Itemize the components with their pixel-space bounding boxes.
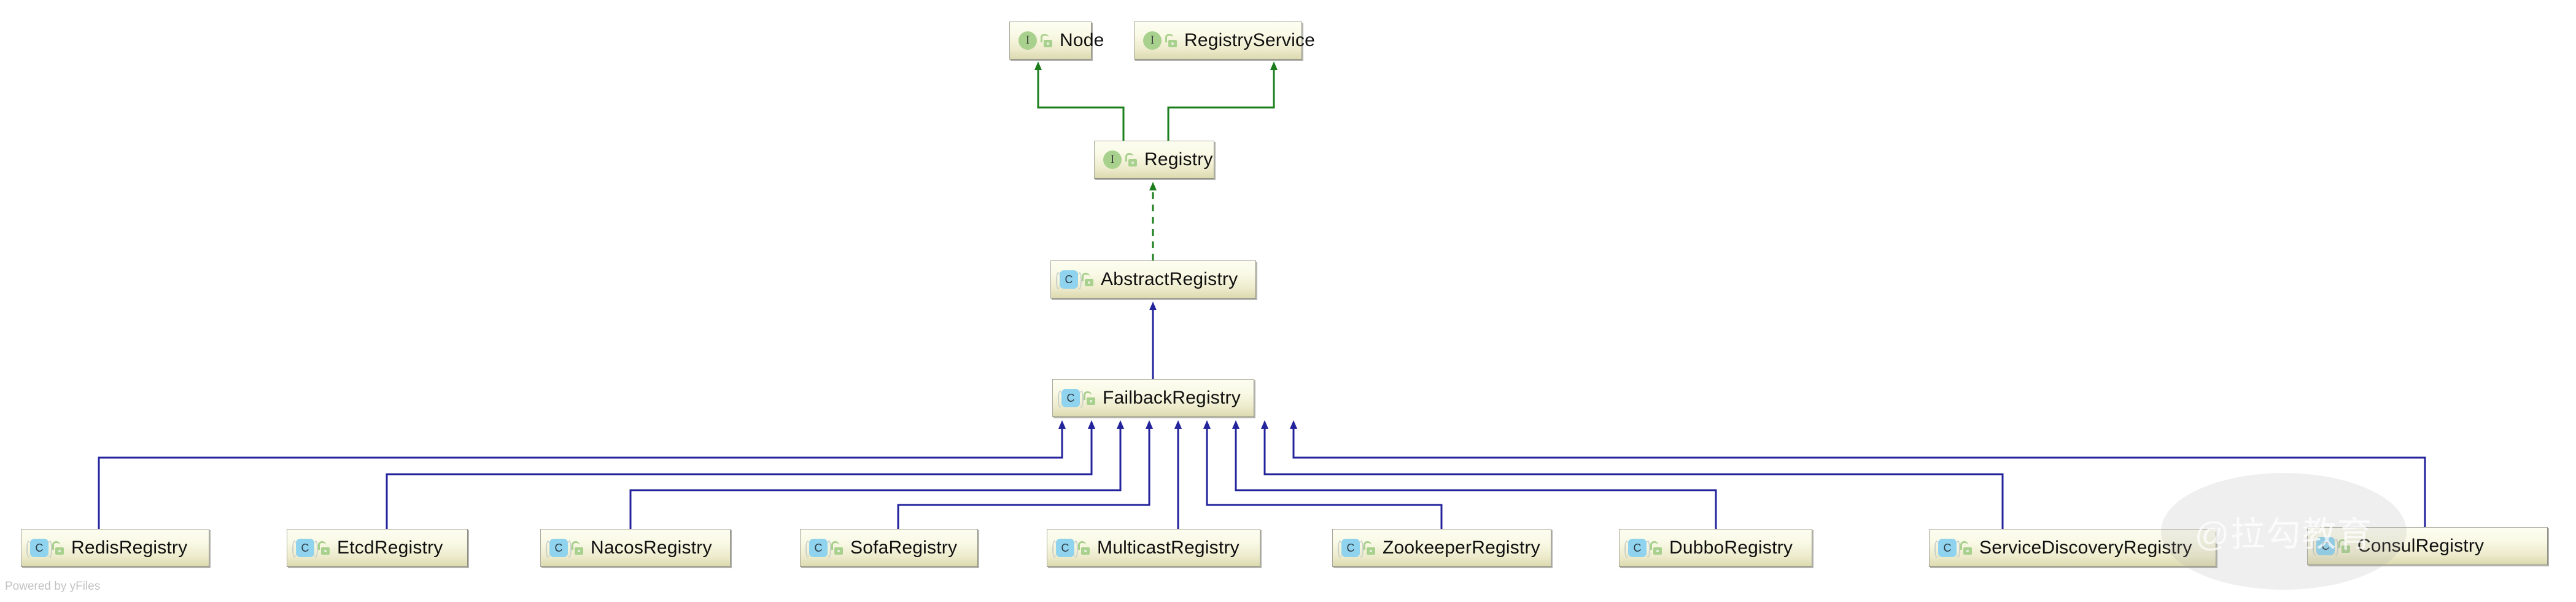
uml-node-sofa[interactable]: C SofaRegistry bbox=[800, 529, 978, 567]
unlocked-padlock-icon bbox=[1960, 541, 1973, 555]
class-icon: C bbox=[1056, 270, 1082, 289]
edge-servicediscoveryregistry-to-failbackregistry bbox=[1261, 420, 2004, 529]
uml-node-abstract[interactable]: C AbstractRegistry bbox=[1050, 260, 1256, 299]
uml-node-label: NacosRegistry bbox=[591, 538, 712, 558]
uml-node-label: SofaRegistry bbox=[850, 538, 958, 558]
uml-node-label: RegistryService bbox=[1184, 30, 1316, 50]
unlocked-padlock-icon bbox=[1364, 541, 1376, 555]
unlocked-padlock-icon bbox=[1084, 391, 1096, 405]
uml-node-registry[interactable]: I Registry bbox=[1094, 141, 1214, 179]
edge-redisregistry-to-failbackregistry bbox=[98, 420, 1066, 529]
uml-node-multicast[interactable]: C MulticastRegistry bbox=[1047, 529, 1260, 567]
edge-consulregistry-to-failbackregistry bbox=[1290, 420, 2426, 527]
uml-node-etcd[interactable]: C EtcdRegistry bbox=[287, 529, 468, 567]
uml-node-zookeeper[interactable]: C ZookeeperRegistry bbox=[1332, 529, 1551, 567]
class-icon: C bbox=[2313, 537, 2338, 556]
uml-node-consul[interactable]: C ConsulRegistry bbox=[2307, 527, 2548, 565]
class-icon: C bbox=[805, 539, 831, 558]
unlocked-padlock-icon bbox=[1082, 273, 1095, 286]
edge-nacosregistry-to-failbackregistry bbox=[629, 420, 1124, 529]
uml-node-label: ServiceDiscoveryRegistry bbox=[1979, 538, 2192, 558]
class-icon: C bbox=[546, 539, 572, 558]
edge-registry-to-node bbox=[1034, 61, 1125, 141]
uml-node-label: AbstractRegistry bbox=[1101, 269, 1238, 289]
edge-registry-to-registryservice bbox=[1167, 61, 1278, 141]
edge-dubboregistry-to-failbackregistry bbox=[1232, 420, 1717, 529]
unlocked-padlock-icon bbox=[1041, 34, 1053, 47]
uml-node-label: RedisRegistry bbox=[71, 538, 188, 558]
uml-node-label: ConsulRegistry bbox=[2357, 536, 2485, 556]
unlocked-padlock-icon bbox=[52, 541, 65, 555]
uml-node-label: ZookeeperRegistry bbox=[1383, 538, 1540, 558]
edge-zookeeperregistry-to-failbackregistry bbox=[1203, 420, 1443, 529]
unlocked-padlock-icon bbox=[1078, 541, 1091, 555]
uml-node-label: Node bbox=[1060, 30, 1104, 50]
unlocked-padlock-icon bbox=[1165, 34, 1178, 47]
uml-node-failback[interactable]: C FailbackRegistry bbox=[1052, 379, 1254, 417]
class-icon: C bbox=[1934, 539, 1960, 558]
uml-node-redis[interactable]: C RedisRegistry bbox=[21, 529, 209, 567]
uml-node-label: DubboRegistry bbox=[1669, 538, 1793, 558]
class-icon: C bbox=[1058, 389, 1084, 408]
class-icon: C bbox=[26, 539, 52, 558]
class-icon: C bbox=[1624, 539, 1650, 558]
interface-icon: I bbox=[1143, 31, 1162, 50]
interface-icon: I bbox=[1103, 150, 1122, 169]
uml-node-label: Registry bbox=[1144, 149, 1213, 170]
uml-node-nacos[interactable]: C NacosRegistry bbox=[540, 529, 731, 567]
interface-icon: I bbox=[1018, 31, 1037, 50]
unlocked-padlock-icon bbox=[318, 541, 331, 555]
uml-node-label: EtcdRegistry bbox=[337, 538, 443, 558]
uml-node-label: FailbackRegistry bbox=[1103, 388, 1241, 408]
edge-sofaregistry-to-failbackregistry bbox=[897, 420, 1153, 529]
unlocked-padlock-icon bbox=[831, 541, 844, 555]
uml-node-dubbo[interactable]: C DubboRegistry bbox=[1619, 529, 1812, 567]
unlocked-padlock-icon bbox=[2338, 539, 2351, 553]
unlocked-padlock-icon bbox=[572, 541, 584, 555]
uml-node-label: MulticastRegistry bbox=[1097, 538, 1240, 558]
class-icon: C bbox=[292, 539, 318, 558]
unlocked-padlock-icon bbox=[1650, 541, 1663, 555]
uml-node-regservice[interactable]: I RegistryService bbox=[1134, 22, 1315, 60]
uml-node-node[interactable]: I Node bbox=[1009, 22, 1104, 60]
class-icon: C bbox=[1338, 539, 1364, 558]
edge-etcdregistry-to-failbackregistry bbox=[386, 420, 1095, 529]
class-icon: C bbox=[1052, 539, 1078, 558]
yfiles-watermark: Powered by yFiles bbox=[5, 580, 101, 593]
uml-node-svcdisc[interactable]: C ServiceDiscoveryRegistry bbox=[1929, 529, 2216, 567]
unlocked-padlock-icon bbox=[1125, 153, 1138, 166]
